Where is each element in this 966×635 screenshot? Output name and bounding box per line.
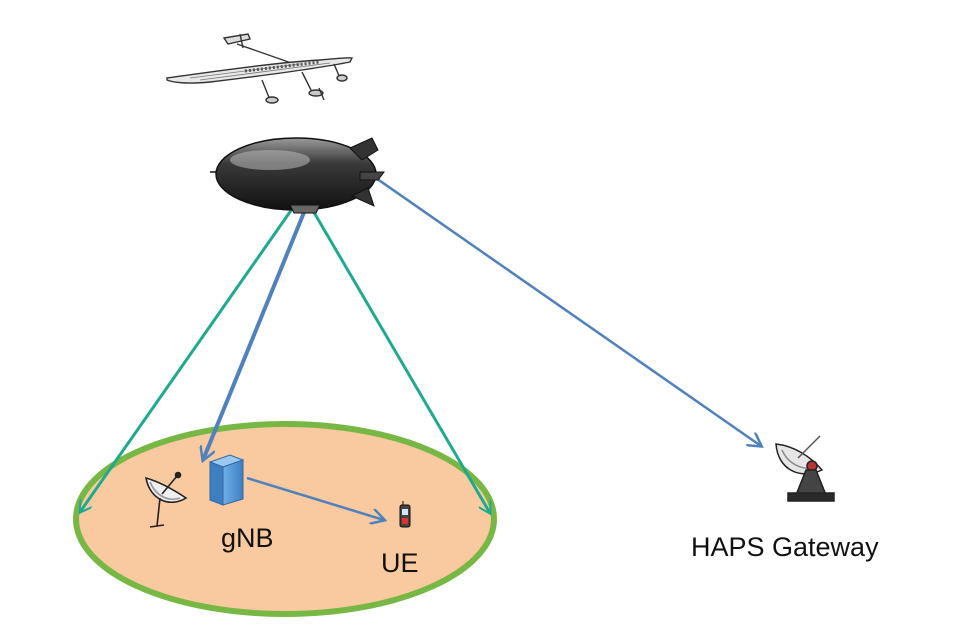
beam-left xyxy=(80,208,294,512)
link-gnb-to-ue xyxy=(246,476,384,520)
haps-gateway-label: HAPS Gateway xyxy=(691,532,879,562)
coverage-area xyxy=(73,421,497,617)
gateway-antenna-icon xyxy=(775,435,835,502)
ue-label: UE xyxy=(381,548,419,578)
blue-links xyxy=(203,174,761,520)
link-airship-to-gnb xyxy=(203,209,307,460)
airship-icon xyxy=(210,137,385,214)
beam-right xyxy=(310,208,490,513)
coverage-beams xyxy=(80,208,490,513)
base-station-icon xyxy=(208,454,245,506)
satellite-dish-icon xyxy=(144,471,188,528)
solar-aircraft-icon xyxy=(166,33,354,104)
link-airship-to-gateway xyxy=(372,174,761,446)
mobile-phone-icon xyxy=(399,501,411,528)
gnb-label: gNB xyxy=(221,523,274,553)
